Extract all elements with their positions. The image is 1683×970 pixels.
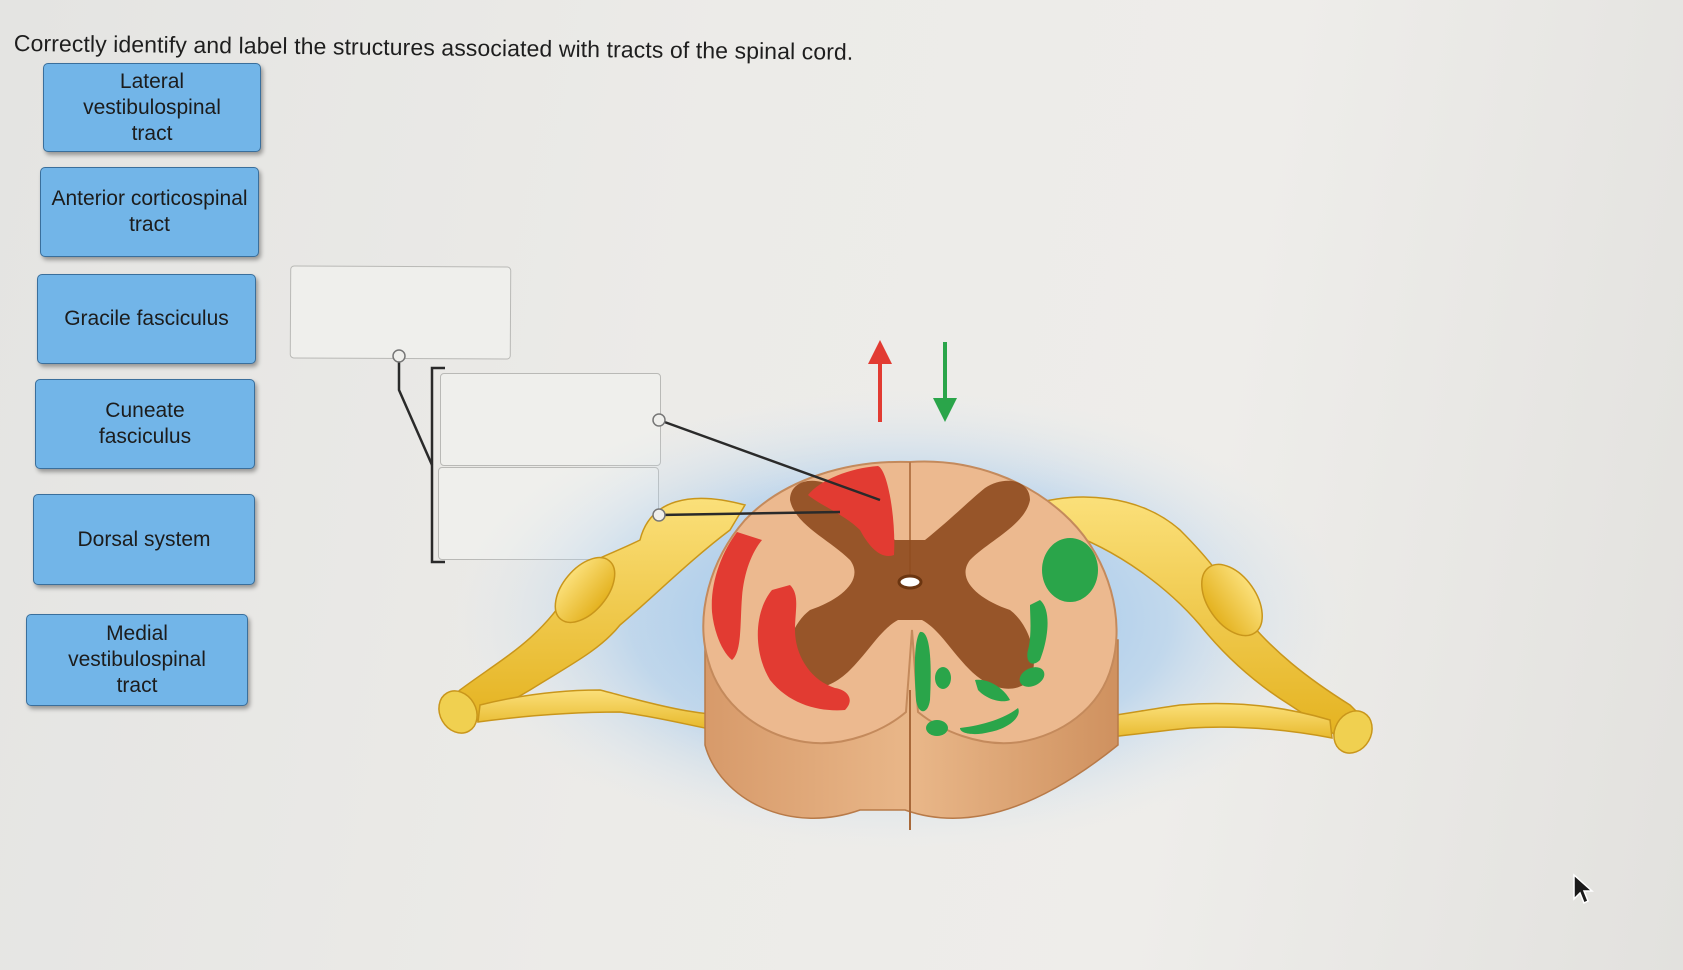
label-medial-vestibulospinal-tract[interactable]: Medial vestibulospinal tract	[26, 614, 248, 706]
central-canal	[897, 574, 923, 590]
arrow-up-icon	[868, 340, 892, 422]
label-gracile-fasciculus[interactable]: Gracile fasciculus	[37, 274, 256, 364]
leader-line-3	[658, 510, 841, 517]
leader-lines	[397, 360, 881, 564]
descending-tracts	[914, 538, 1098, 736]
leader-anchors	[392, 349, 666, 522]
label-anterior-corticospinal-tract[interactable]: Anterior corticospinal tract	[40, 167, 259, 257]
label-dorsal-system[interactable]: Dorsal system	[33, 494, 255, 585]
leader-line-2	[658, 418, 881, 502]
leader-line-1	[397, 360, 434, 466]
arrow-down-icon	[933, 342, 957, 422]
spinal-nerves	[438, 496, 1373, 754]
label-lateral-vestibulospinal-tract[interactable]: Lateral vestibulospinal tract	[43, 63, 261, 152]
bracket	[430, 366, 445, 564]
mouse-pointer-icon	[1573, 873, 1594, 905]
label-cuneate-fasciculus[interactable]: Cuneate fasciculus	[35, 379, 255, 469]
ascending-tracts	[711, 466, 895, 711]
